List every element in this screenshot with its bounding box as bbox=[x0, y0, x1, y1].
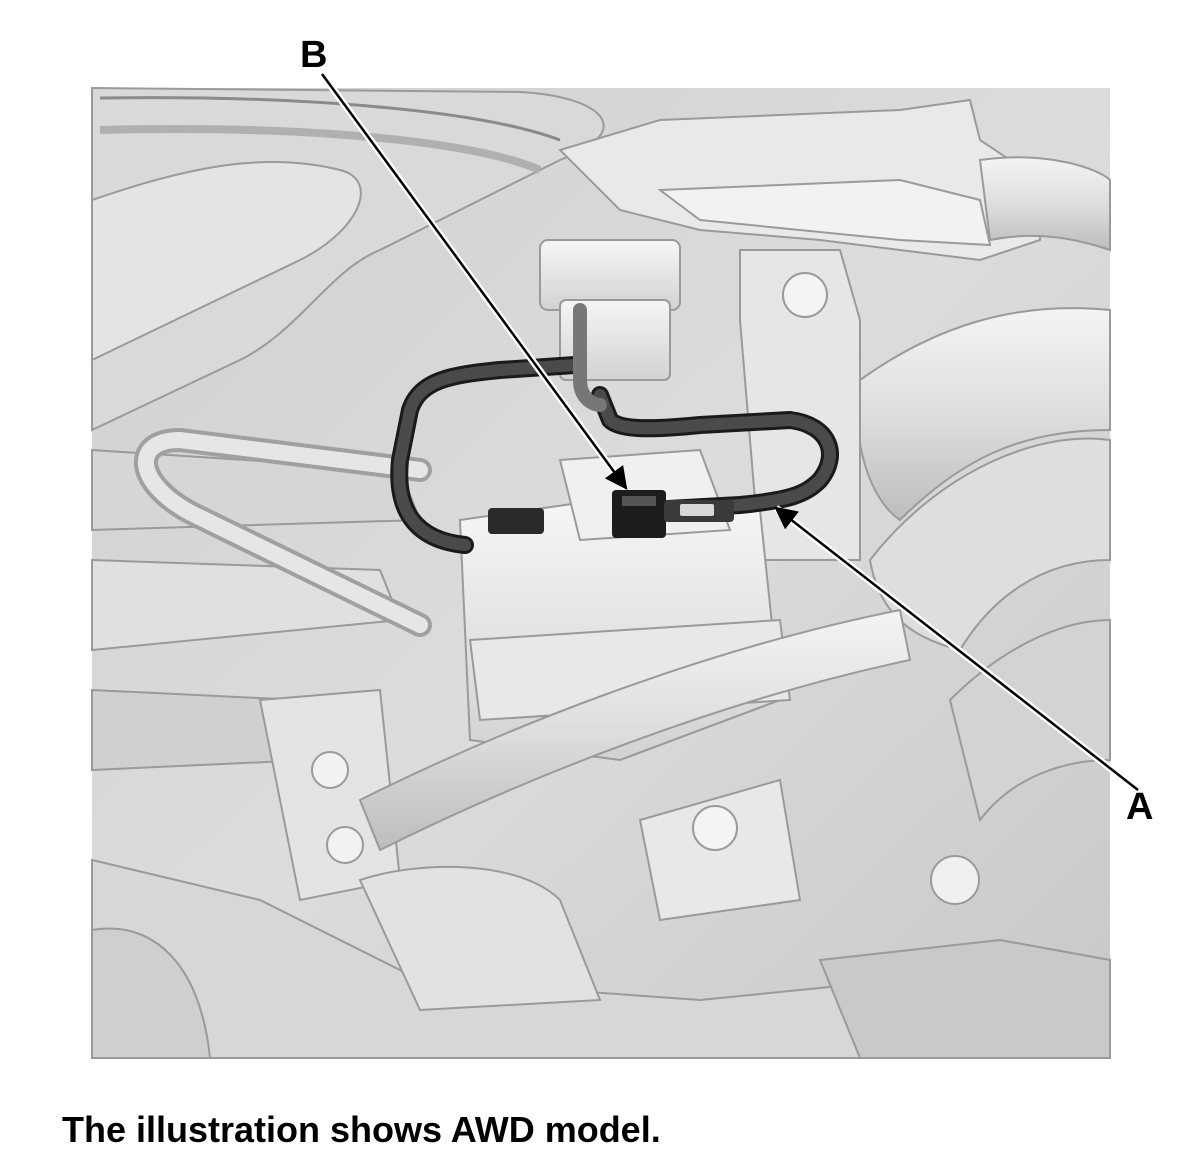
engine-components bbox=[91, 86, 1111, 1059]
callout-label-b: B bbox=[300, 34, 328, 76]
hose-clip bbox=[488, 508, 544, 534]
connector-hose bbox=[573, 303, 607, 412]
leader-line-b bbox=[319, 71, 629, 491]
fitting-a bbox=[664, 500, 734, 522]
fitting-b bbox=[612, 490, 666, 538]
callout-label-a: A bbox=[1126, 786, 1154, 828]
leader-line-a bbox=[773, 505, 1141, 793]
figure-caption: The illustration shows AWD model. bbox=[62, 1109, 661, 1150]
